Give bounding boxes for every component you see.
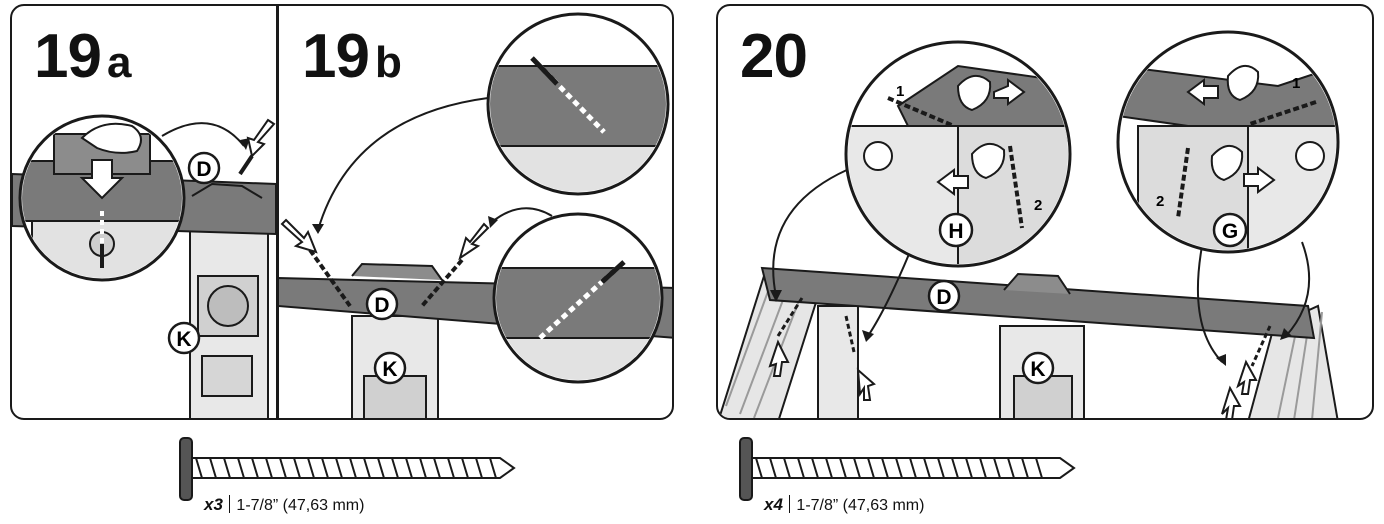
step-20-illustration: [718, 30, 1340, 418]
post-k-19a: [189, 225, 269, 418]
quantity-multiplier: x4: [764, 495, 783, 514]
separator: [228, 495, 231, 513]
svg-text:H: H: [948, 220, 963, 243]
hardware-qty-1: x3 1-7/8” (47,63 mm): [204, 495, 364, 515]
svg-text:G: G: [1222, 220, 1238, 243]
screw-icon-1: [179, 437, 516, 501]
step-suffix: a: [106, 38, 132, 87]
detail-zoom-19b-top: [486, 12, 670, 196]
callout-k-19a: K: [167, 321, 201, 355]
hardware-qty-2: x4 1-7/8” (47,63 mm): [764, 495, 924, 515]
step-number: 20: [740, 22, 808, 91]
callout-d-19b: D: [365, 287, 399, 321]
screw-size: 1-7/8” (47,63 mm): [236, 497, 365, 514]
callout-d-19a: D: [187, 151, 221, 185]
sequence-2-h: 2: [1034, 197, 1042, 214]
sequence-1-g: 1: [1292, 75, 1300, 92]
callout-k-19b: K: [373, 351, 407, 385]
part-callouts-20: H G D K 1 2 1 2: [896, 75, 1300, 385]
screw-19b-left: [308, 248, 352, 308]
step-suffix: b: [374, 38, 402, 87]
svg-text:D: D: [196, 158, 211, 181]
sequence-1-h: 1: [896, 83, 904, 100]
callout-d-20: D: [927, 279, 961, 313]
callout-h: H: [938, 212, 974, 248]
svg-text:K: K: [1030, 358, 1045, 381]
svg-text:K: K: [382, 358, 397, 381]
callout-k-20: K: [1021, 351, 1055, 385]
detail-zoom-20-h: [844, 40, 1072, 268]
beam-d-20: [760, 266, 1316, 340]
step-label-20: 20: [740, 26, 808, 88]
step-number: 19: [302, 22, 370, 91]
panel-step-20: 20 H G D K 1 2 1 2: [716, 4, 1374, 420]
screw-19a: [238, 154, 254, 176]
insert-arrow-19a: [246, 118, 276, 158]
step-number: 19: [34, 22, 102, 91]
svg-text:D: D: [374, 294, 389, 317]
quantity-multiplier: x3: [204, 495, 223, 514]
screw-19b-right: [420, 258, 464, 308]
screw-icon-2: [739, 437, 1076, 501]
screw-size: 1-7/8” (47,63 mm): [796, 497, 925, 514]
screw-20-right: [1250, 325, 1272, 367]
separator: [788, 495, 791, 513]
step-19-illustration: [12, 12, 672, 418]
callout-g: G: [1212, 212, 1248, 248]
svg-text:K: K: [176, 328, 191, 351]
detail-zoom-20-g: [1116, 30, 1340, 254]
svg-text:D: D: [936, 286, 951, 309]
panel-divider: [276, 6, 279, 418]
sequence-2-g: 2: [1156, 193, 1164, 210]
part-callouts-19: D K D K: [167, 151, 407, 385]
